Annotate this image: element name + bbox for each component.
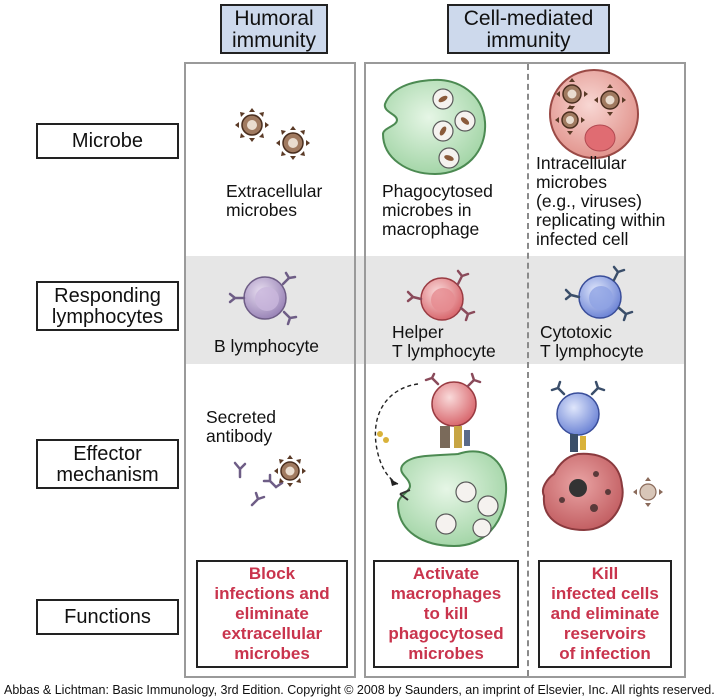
copyright-credit: Abbas & Lichtman: Basic Immunology, 3rd …: [4, 683, 715, 697]
microbe-icon: [555, 105, 585, 135]
b-lymphocyte-illustration: [228, 271, 298, 326]
row-label-effector-mechanism: Effector mechanism: [36, 439, 179, 489]
humoral-panel: [184, 62, 356, 678]
cell-killing-illustration: [542, 380, 663, 532]
phagocytosed-microbes-label: Phagocytosed microbes in macrophage: [382, 181, 493, 239]
cell-mediated-panel: [364, 62, 686, 678]
row-label-microbe: Microbe: [36, 123, 179, 159]
extracellular-microbes-label: Extracellular microbes: [226, 181, 323, 220]
cytotoxic-t-lymphocyte-illustration: [564, 265, 634, 322]
microbe-icon: [235, 108, 269, 142]
secreted-antibody-label: Secreted antibody: [206, 407, 277, 446]
macrophage-illustration: [381, 78, 487, 176]
microbe-icon: [276, 126, 310, 160]
intracellular-microbes-label: Intracellular microbes (e.g., viruses) r…: [536, 153, 666, 249]
microbe-icon: [274, 455, 306, 487]
humoral-immunity-header: Humoral immunity: [220, 4, 328, 54]
macrophage-activation-illustration: [374, 372, 508, 548]
helper-t-lymphocyte-illustration: [406, 269, 476, 322]
secreted-antibody-illustration: [233, 455, 306, 507]
microbe-icon: [594, 84, 626, 116]
cell-mediated-immunity-header: Cell-mediated immunity: [447, 4, 610, 54]
cytotoxic-t-lymphocyte-label: Cytotoxic T lymphocyte: [540, 322, 644, 361]
extracellular-microbes-illustration: [235, 108, 310, 160]
helper-t-lymphocyte-label: Helper T lymphocyte: [392, 322, 496, 361]
column-divider: [527, 64, 529, 676]
humoral-function-box: Block infections and eliminate extracell…: [196, 560, 348, 668]
phagocytosed-function-box: Activate macrophages to kill phagocytose…: [373, 560, 519, 668]
microbe-icon: [556, 78, 588, 110]
row-label-responding-lymphocytes: Responding lymphocytes: [36, 281, 179, 331]
row-label-functions: Functions: [36, 599, 179, 635]
b-lymphocyte-label: B lymphocyte: [214, 336, 320, 356]
microbe-icon: [633, 477, 663, 507]
infected-cell-illustration: [549, 69, 639, 159]
intracellular-function-box: Kill infected cells and eliminate reserv…: [538, 560, 672, 668]
